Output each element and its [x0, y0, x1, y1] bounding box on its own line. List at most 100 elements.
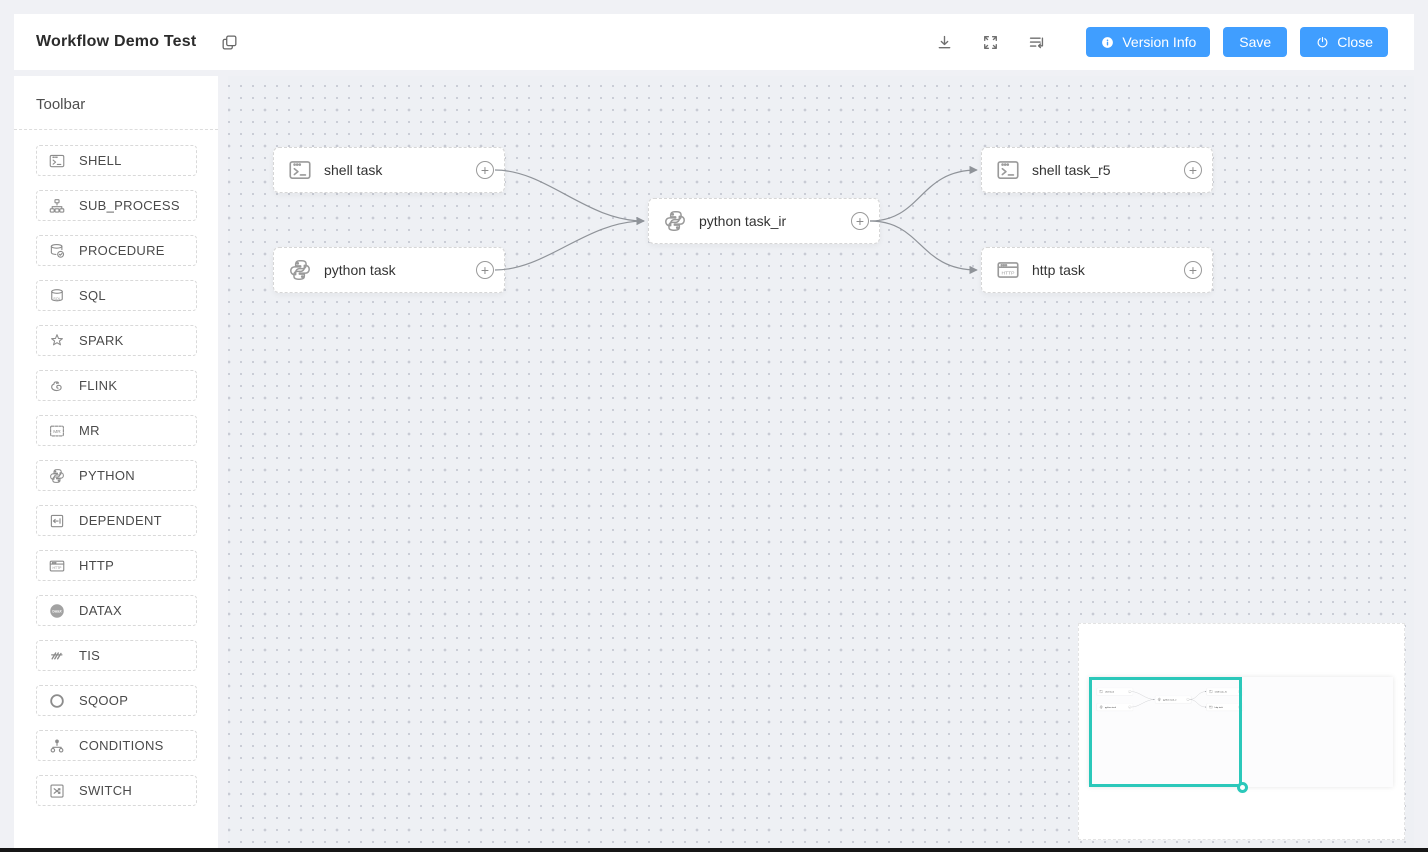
- minimap-shell-icon: [1209, 690, 1213, 694]
- subprocess-icon: [48, 197, 66, 215]
- toolbar-item-tis[interactable]: TIS: [36, 640, 197, 671]
- sql-icon: SQL: [48, 287, 66, 305]
- toolbar-item-label: PROCEDURE: [79, 243, 165, 258]
- format-dag-icon[interactable]: [1026, 32, 1046, 52]
- download-icon[interactable]: [934, 32, 954, 52]
- toolbar-item-list: SHELL SUB_PROCESS PROCEDURE SQL SQL SPAR…: [14, 130, 218, 806]
- edge-python-task-ir-http-task: [869, 220, 978, 275]
- info-icon: [1100, 35, 1115, 50]
- toolbar-item-flink[interactable]: FLINK: [36, 370, 197, 401]
- toolbar-item-label: DATAX: [79, 603, 122, 618]
- svg-text:HTTP: HTTP: [1002, 271, 1016, 277]
- minimap-viewport[interactable]: [1089, 677, 1248, 793]
- shell-icon: [287, 157, 313, 183]
- toolbar-item-sub_process[interactable]: SUB_PROCESS: [36, 190, 197, 221]
- svg-text:HTTP: HTTP: [53, 566, 63, 570]
- minimap-task-node-python-task: python task +: [1096, 703, 1133, 711]
- toolbar-item-label: SQOOP: [79, 693, 129, 708]
- minimap-resize-handle[interactable]: [1237, 782, 1248, 793]
- task-node-http-task[interactable]: HTTP http task +: [981, 247, 1213, 293]
- minimap-task-node-label: python task: [1104, 705, 1116, 709]
- toolbar-item-sqoop[interactable]: SQOOP: [36, 685, 197, 716]
- switch-icon: [48, 782, 66, 800]
- svg-text:SQL: SQL: [53, 296, 61, 300]
- close-button[interactable]: Close: [1300, 27, 1388, 57]
- toolbar-item-conditions[interactable]: CONDITIONS: [36, 730, 197, 761]
- mr-icon: MR: [48, 422, 66, 440]
- copy-icon[interactable]: [218, 31, 240, 53]
- edge-shell-task-python-task-ir: [494, 169, 645, 226]
- spark-icon: [48, 332, 66, 350]
- dag-scene: shell task+python task+python task_ir+sh…: [228, 76, 1414, 847]
- minimap-scene: shell task+python task+python task_ir+sh…: [1090, 677, 1274, 797]
- close-label: Close: [1337, 34, 1373, 50]
- dependent-icon: [48, 512, 66, 530]
- toolbar-item-label: SQL: [79, 288, 106, 303]
- svg-text:DataX: DataX: [52, 609, 62, 613]
- add-connection-button[interactable]: +: [1184, 161, 1202, 179]
- toolbar-item-shell[interactable]: SHELL: [36, 145, 197, 176]
- toolbar-item-label: CONDITIONS: [79, 738, 164, 753]
- version-info-label: Version Info: [1122, 34, 1197, 50]
- shell-icon: [48, 152, 66, 170]
- fullscreen-icon[interactable]: [980, 32, 1000, 52]
- version-info-button[interactable]: Version Info: [1086, 27, 1211, 57]
- toolbar-item-spark[interactable]: SPARK: [36, 325, 197, 356]
- task-node-label: python task_ir: [699, 213, 787, 229]
- edge-python-task-ir-shell-task-r5: [869, 165, 978, 222]
- power-icon: [1315, 35, 1330, 50]
- minimap-add-connection-button: +: [1128, 705, 1132, 709]
- http-icon: HTTP: [995, 257, 1021, 283]
- toolbar-item-label: SHELL: [79, 153, 122, 168]
- task-node-shell-task-r5[interactable]: shell task_r5 +: [981, 147, 1213, 193]
- toolbar-title: Toolbar: [36, 96, 86, 113]
- toolbar-item-label: SUB_PROCESS: [79, 198, 180, 213]
- toolbar-item-label: SWITCH: [79, 783, 133, 798]
- toolbar-item-datax[interactable]: DataX DATAX: [36, 595, 197, 626]
- toolbar-item-label: SPARK: [79, 333, 124, 348]
- procedure-icon: [48, 242, 66, 260]
- toolbar-item-switch[interactable]: SWITCH: [36, 775, 197, 806]
- toolbar-sidebar: Toolbar SHELL SUB_PROCESS PROCEDURE SQL …: [14, 76, 218, 848]
- task-node-shell-task[interactable]: shell task +: [273, 147, 505, 193]
- header-bar: Workflow Demo Test: [14, 14, 1414, 70]
- task-node-label: http task: [1032, 262, 1085, 278]
- minimap-task-node-label: python task_ir: [1163, 698, 1177, 701]
- bottom-edge-bar: [0, 848, 1428, 852]
- python-icon: [662, 208, 688, 234]
- save-button[interactable]: Save: [1223, 27, 1288, 57]
- minimap-add-connection-button: +: [1128, 690, 1132, 693]
- toolbar-item-label: HTTP: [79, 558, 115, 573]
- toolbar-item-dependent[interactable]: DEPENDENT: [36, 505, 197, 536]
- header-actions: Version Info Save Close: [934, 14, 1388, 70]
- toolbar-item-label: TIS: [79, 648, 101, 663]
- toolbar-item-label: FLINK: [79, 378, 118, 393]
- minimap-task-node-label: shell task_r5: [1214, 690, 1227, 693]
- toolbar-item-mr[interactable]: MR MR: [36, 415, 197, 446]
- task-node-python-task[interactable]: python task+: [273, 247, 505, 293]
- toolbar-item-procedure[interactable]: PROCEDURE: [36, 235, 197, 266]
- sqoop-icon: [48, 692, 66, 710]
- minimap-python-icon: [1157, 697, 1161, 702]
- toolbar-separator: [14, 129, 218, 130]
- datax-icon: DataX: [48, 602, 66, 620]
- add-connection-button[interactable]: +: [476, 161, 494, 179]
- shell-icon: [995, 157, 1021, 183]
- minimap-python-icon: [1099, 705, 1103, 709]
- minimap-shell-icon: [1099, 690, 1103, 694]
- minimap-task-node-label: http task: [1214, 705, 1223, 709]
- minimap-http-icon: HTTP: [1209, 705, 1213, 709]
- toolbar-item-http[interactable]: HTTP HTTP: [36, 550, 197, 581]
- save-label: Save: [1239, 34, 1272, 50]
- add-connection-button[interactable]: +: [1184, 261, 1202, 279]
- task-node-python-task-ir[interactable]: python task_ir +: [648, 198, 880, 244]
- add-connection-button[interactable]: +: [851, 212, 869, 230]
- toolbar-item-sql[interactable]: SQL SQL: [36, 280, 197, 311]
- add-connection-button[interactable]: +: [476, 261, 494, 279]
- toolbar-item-python[interactable]: PYTHON: [36, 460, 197, 491]
- toolbar-item-label: PYTHON: [79, 468, 135, 483]
- task-node-label: shell task_r5: [1032, 162, 1111, 178]
- tis-icon: [48, 647, 66, 665]
- toolbar-item-label: MR: [79, 423, 100, 438]
- task-node-label: shell task: [324, 162, 383, 178]
